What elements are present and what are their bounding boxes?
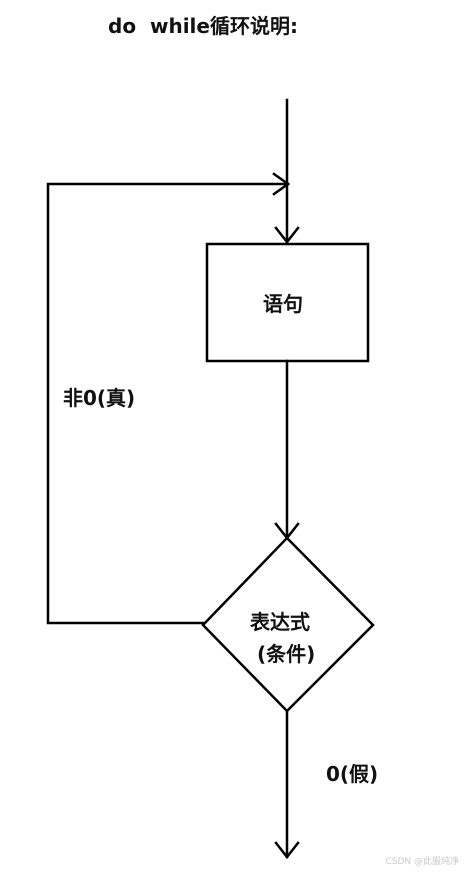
true-branch-label: 非0(真)	[63, 386, 136, 410]
condition-label-line1: 表达式	[250, 610, 310, 634]
condition-label-line2: (条件)	[257, 642, 316, 666]
true-branch-loop-line	[46, 182, 290, 625]
statement-label: 语句	[263, 292, 303, 316]
false-branch-label: 0(假)	[326, 762, 379, 786]
watermark: CSDN @此服纯净	[385, 857, 459, 867]
entry-arrowhead	[274, 226, 300, 245]
exit-arrowhead	[274, 841, 300, 860]
diagram-title: do while循环说明:	[108, 14, 298, 38]
